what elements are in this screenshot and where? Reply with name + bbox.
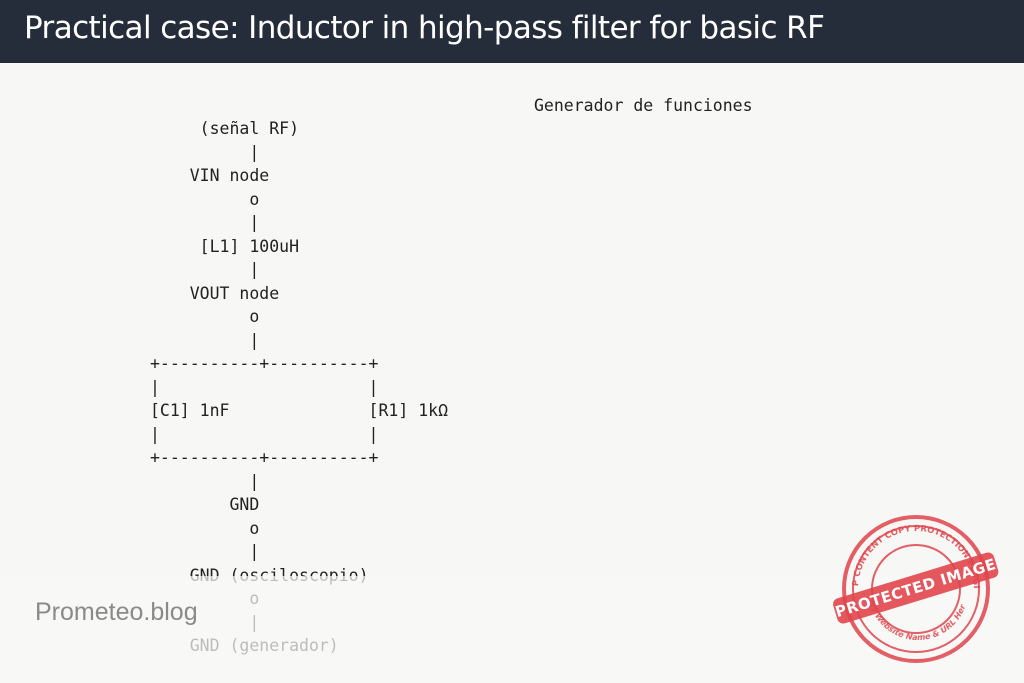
page-title: Practical case: Inductor in high-pass fi… (24, 10, 825, 46)
generator-label: Generador de funciones (534, 96, 753, 115)
protected-image-stamp: WP CONTENT COPY PROTECTION PLUGIN My Web… (828, 514, 999, 663)
stamp-rings (842, 515, 990, 663)
brand-name: Prometeo.blog (35, 598, 198, 626)
title-bar: Practical case: Inductor in high-pass fi… (0, 0, 1024, 63)
